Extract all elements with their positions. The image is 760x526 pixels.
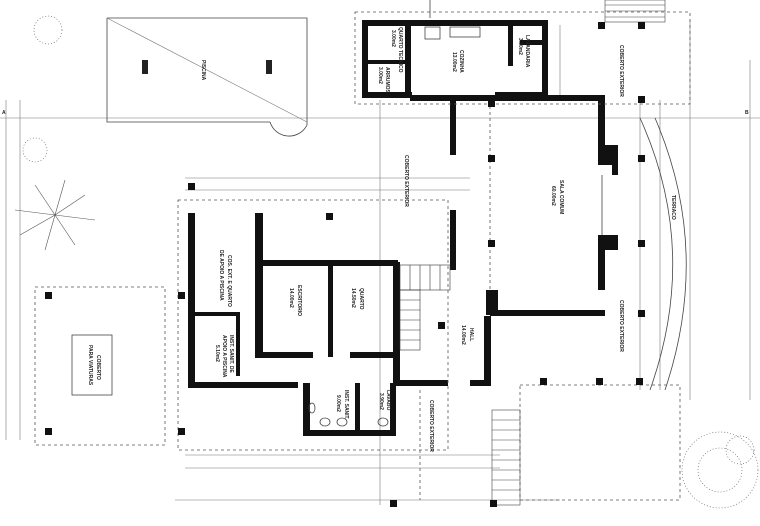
room-label-pool-support-2: DE APOIO A PISCINA xyxy=(218,250,224,301)
room-label-carport: COBERTO xyxy=(95,355,101,380)
room-area-wc: 9.00m2 xyxy=(335,395,341,412)
room-label-pool: PISCINA xyxy=(200,60,206,81)
stairs xyxy=(399,264,451,351)
room-label-living: SALA COMUM xyxy=(558,180,564,214)
palm-tree-icon xyxy=(14,179,96,251)
room-label-hall: HALL xyxy=(468,328,474,341)
bedroom-wing: COS. EXT. E QUARTO DE APOIO A PISCINA IN… xyxy=(188,213,491,388)
palm-trees xyxy=(14,15,759,509)
room-label-bedroom: QUARTO xyxy=(358,288,364,310)
bathrooms: INST. SANIT. 9.00m2 LAVABO 3.90m2 xyxy=(303,383,396,436)
room-label-pool-support: COS. EXT. E QUARTO xyxy=(226,255,232,307)
section-mark-b: B xyxy=(745,110,749,116)
room-area-laundry: 3.30m2 xyxy=(517,38,523,55)
section-mark-a: A xyxy=(2,110,6,116)
exterior-stairs xyxy=(491,0,666,506)
exterior-areas: COBERTO PARA VIATURAS COBERTO EXTERIOR C… xyxy=(2,0,749,506)
room-area-lavabo: 3.90m2 xyxy=(378,393,384,410)
level-tag xyxy=(142,60,148,74)
room-label-pool-wc: INST. SANIT. DE xyxy=(228,335,234,373)
palm-tree-icon xyxy=(22,137,48,163)
room-label-covered-ext-4: COBERTO EXTERIOR xyxy=(428,400,434,452)
room-area-pool-wc: 5.10m2 xyxy=(214,345,220,362)
palm-tree-icon xyxy=(681,431,759,509)
room-area-bedroom: 14.50m2 xyxy=(350,288,356,308)
room-label-pool-wc-2: APOIO A PISCINA xyxy=(221,335,227,378)
room-label-laundry: LAVANDARIA xyxy=(524,35,530,68)
room-area-kitchen: 13.00m2 xyxy=(451,52,457,72)
room-label-storage: ARRUMOS xyxy=(384,67,390,93)
room-label-wc: INST. SANIT. xyxy=(343,390,349,420)
room-label-lavabo: LAVABO xyxy=(385,390,391,410)
room-label-carport-2: PARA VIATURAS xyxy=(87,345,93,386)
palm-tree-icon xyxy=(725,435,755,465)
room-area-tech: 3.00m2 xyxy=(390,30,396,47)
room-label-covered-ext-1: COBERTO EXTERIOR xyxy=(403,155,409,207)
living-room: SALA COMUM 60.00m2 xyxy=(410,95,618,316)
room-label-covered-ext-2: COBERTO EXTERIOR xyxy=(618,45,624,97)
room-area-storage: 3.00m2 xyxy=(377,67,383,84)
level-tag xyxy=(266,60,272,74)
palm-tree-icon xyxy=(33,15,63,45)
room-area-office: 14.00m2 xyxy=(288,288,294,308)
room-label-covered-ext-3: COBERTO EXTERIOR xyxy=(618,300,624,352)
kitchen-block: QUARTO TECNICO 3.00m2 ARRUMOS 3.00m2 COZ… xyxy=(362,20,548,98)
room-label-terrace: TERRACO xyxy=(670,195,676,220)
pool: PISCINA xyxy=(106,17,308,137)
room-label-kitchen: COZINHA xyxy=(458,50,464,73)
room-area-living: 60.00m2 xyxy=(550,186,556,206)
room-label-tech: QUARTO TECNICO xyxy=(397,27,403,73)
room-label-office: ESCRITORIO xyxy=(296,285,302,316)
columns xyxy=(45,22,645,507)
room-area-hall: 14.00m2 xyxy=(460,325,466,345)
